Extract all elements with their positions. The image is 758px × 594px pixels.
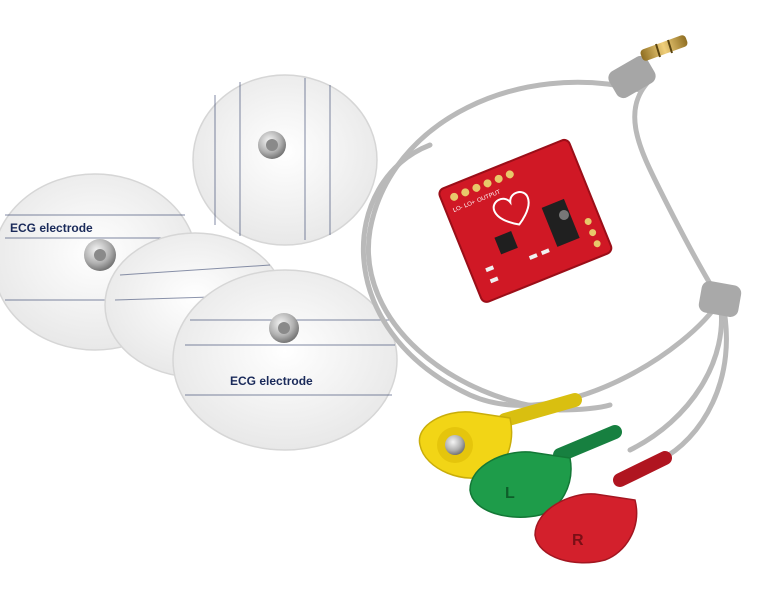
electrode-pad: ECG electrode [172,269,398,451]
electrode-pad [192,74,378,246]
cable [360,77,729,463]
pad-print-text-2: ECG electrode [230,374,313,388]
electrode-pads: ECG electrode ECG electrode [0,74,398,451]
pcb-label-1: LO- [452,205,464,214]
lead-red: R [534,451,672,564]
audio-jack-plug [608,35,688,99]
lead-label-l: L [505,485,515,502]
lead-label-r: R [572,532,584,549]
lead-connectors: L R [418,393,672,564]
pad-print-text: ECG electrode [10,221,93,235]
ecg-module-board: LO- LO+ OUTPUT [438,138,613,303]
lead-green: L [469,425,622,518]
pcb-label-2: LO+ [463,199,476,209]
cable-splitter [698,281,742,317]
